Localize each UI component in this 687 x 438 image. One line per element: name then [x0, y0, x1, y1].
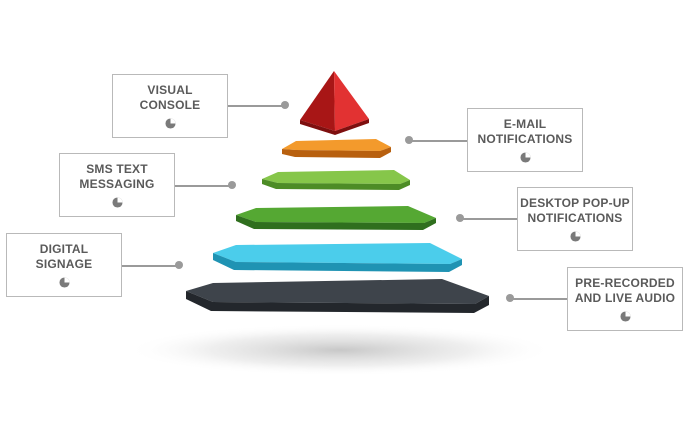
- label-box-sms-text-messaging: SMS TEXT MESSAGING: [59, 153, 175, 217]
- pie-chart-icon: [58, 277, 70, 288]
- label-line1: VISUAL: [147, 83, 193, 97]
- pie-chart-icon: [519, 152, 531, 163]
- pie-chart-icon: [164, 118, 176, 129]
- pie-chart-icon: [569, 231, 581, 242]
- connector-dot-desktop-popup: [456, 214, 464, 222]
- floor-shadow: [125, 324, 555, 376]
- label-line2: NOTIFICATIONS: [477, 132, 573, 146]
- connector-dot-digital-signage: [175, 261, 183, 269]
- label-box-pre-recorded-live-audio: PRE-RECORDED AND LIVE AUDIO: [567, 267, 683, 331]
- label-line2: MESSAGING: [79, 177, 155, 191]
- label-line1: SMS TEXT: [86, 162, 148, 176]
- label-box-digital-signage: DIGITAL SIGNAGE: [6, 233, 122, 297]
- label-line1: E-MAIL: [503, 117, 547, 131]
- label-box-desktop-popup-notifications: DESKTOP POP-UP NOTIFICATIONS: [517, 187, 633, 251]
- pie-chart-icon: [111, 197, 123, 208]
- connector-dot-pre-recorded-audio: [506, 294, 514, 302]
- tier-dark: [186, 279, 489, 313]
- connector-desktop-popup: [460, 218, 517, 220]
- label-box-visual-console: VISUAL CONSOLE: [112, 74, 228, 138]
- label-line2: AND LIVE AUDIO: [574, 291, 676, 305]
- label-line1: PRE-RECORDED: [575, 276, 675, 290]
- pie-chart-icon: [619, 311, 631, 322]
- connector-sms-text-messaging: [175, 185, 232, 187]
- tier-orange: [282, 139, 391, 158]
- tier-apex: [300, 71, 369, 135]
- connector-digital-signage: [122, 265, 179, 267]
- tier-cyan: [213, 243, 462, 272]
- connector-dot-sms-text-messaging: [228, 181, 236, 189]
- connector-dot-visual-console: [281, 101, 289, 109]
- label-line1: DESKTOP POP-UP: [520, 196, 630, 210]
- connector-email-notifications: [410, 140, 467, 142]
- label-line2: SIGNAGE: [35, 257, 93, 271]
- label-line2: NOTIFICATIONS: [527, 211, 623, 225]
- connector-dot-email-notifications: [405, 136, 413, 144]
- label-line2: CONSOLE: [139, 98, 201, 112]
- tier-green: [236, 206, 436, 230]
- connector-pre-recorded-audio: [510, 298, 567, 300]
- label-line1: DIGITAL: [39, 242, 89, 256]
- tier-light-green: [262, 170, 410, 190]
- label-box-email-notifications: E-MAIL NOTIFICATIONS: [467, 108, 583, 172]
- connector-visual-console: [228, 105, 285, 107]
